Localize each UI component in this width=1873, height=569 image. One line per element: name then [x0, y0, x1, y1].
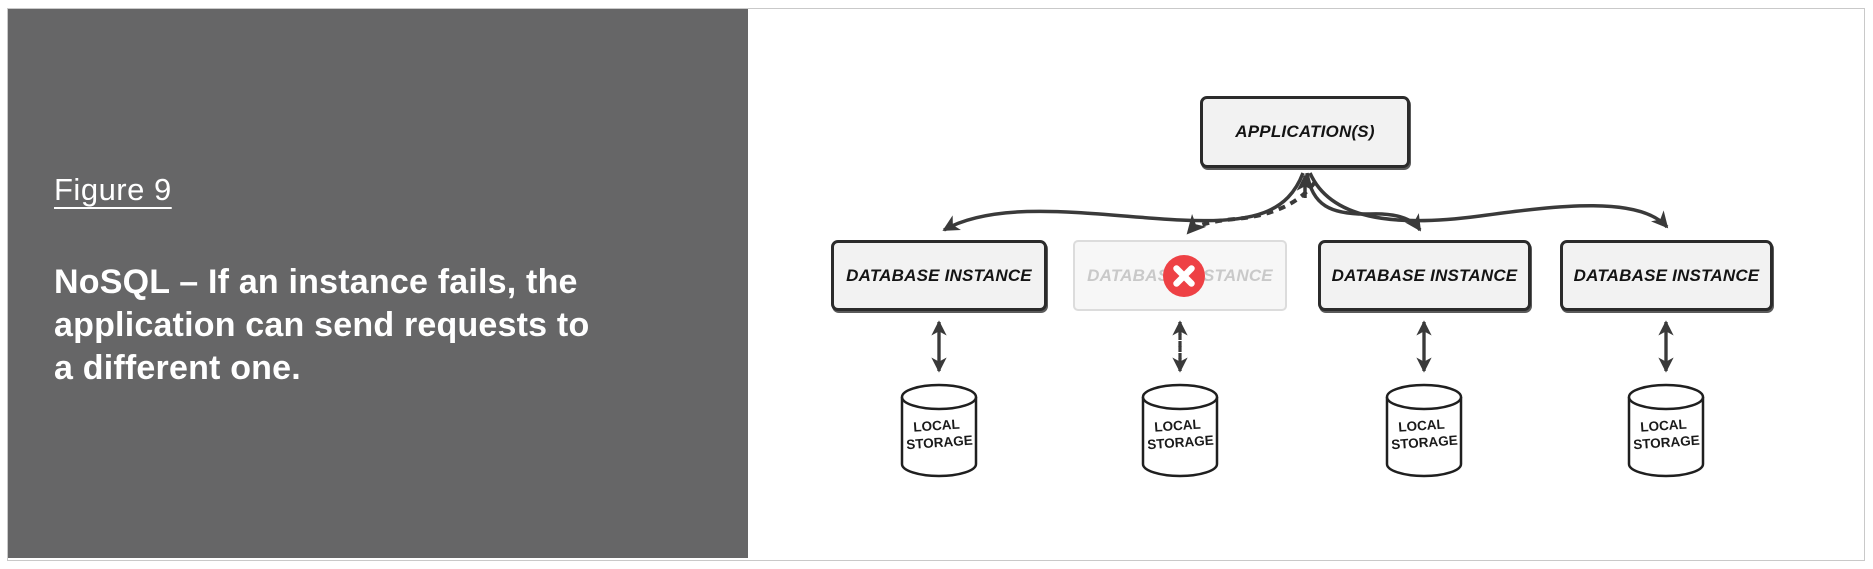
storage-cylinder-3: LOCAL STORAGE — [1385, 383, 1463, 478]
storage-label: LOCAL STORAGE — [1390, 416, 1459, 453]
storage-label: LOCAL STORAGE — [1146, 416, 1215, 453]
storage-arrows — [931, 320, 1674, 373]
database-instance-4: DATABASE INSTANCE — [1560, 240, 1773, 311]
arrow-app-to-instance-1 — [942, 172, 1305, 232]
caption-line: NoSQL – If an instance fails, the — [54, 263, 578, 301]
figure-caption: NoSQL – If an instance fails, the applic… — [54, 261, 589, 390]
database-instance-3: DATABASE INSTANCE — [1318, 240, 1531, 311]
database-instance-1: DATABASE INSTANCE — [831, 240, 1047, 311]
storage-label: LOCAL STORAGE — [905, 416, 974, 453]
storage-label: LOCAL STORAGE — [1632, 416, 1701, 453]
arrow-app-to-instance-4 — [1308, 172, 1669, 229]
instance-failed-badge — [1163, 255, 1205, 297]
storage-cylinder-2: LOCAL STORAGE — [1141, 383, 1219, 478]
error-x-icon — [1173, 265, 1195, 287]
caption-line: a different one. — [54, 349, 301, 387]
caption-panel: Figure 9 NoSQL – If an instance fails, t… — [8, 9, 748, 558]
caption-line: application can send requests to — [54, 306, 590, 344]
request-arrows — [942, 172, 1669, 235]
storage-cylinder-4: LOCAL STORAGE — [1627, 383, 1705, 478]
storage-cylinder-1: LOCAL STORAGE — [900, 383, 978, 478]
figure-number-label: Figure 9 — [54, 172, 172, 207]
application-node: APPLICATION(S) — [1200, 96, 1410, 168]
local-storage-cylinders: LOCAL STORAGE LOCAL STORAGE LOCAL STORAG… — [900, 383, 1705, 478]
